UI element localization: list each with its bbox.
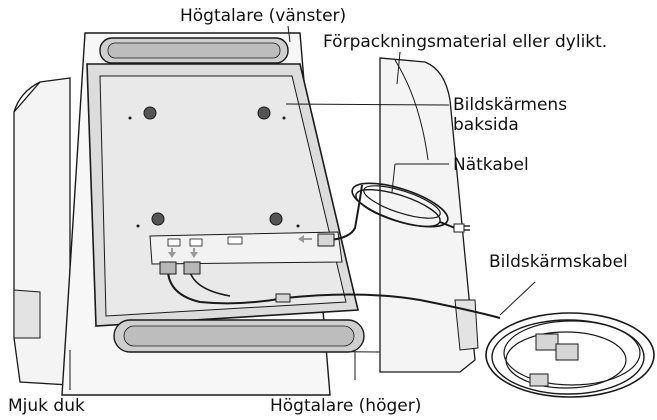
speaker-left-shape xyxy=(99,37,289,64)
display-cable-shape xyxy=(159,261,655,398)
label-power-cable: Nätkabel xyxy=(453,155,529,175)
label-soft-cloth: Mjuk duk xyxy=(8,396,85,416)
leader-lines xyxy=(69,25,536,390)
display-panel-back xyxy=(86,63,359,327)
label-screen-back-line2: baksida xyxy=(453,115,519,135)
label-screen-back-line1: Bildskärmens xyxy=(453,95,568,115)
label-packing-material: Förpackningsmaterial eller dylikt. xyxy=(323,32,608,52)
label-speaker-left: Högtalare (vänster) xyxy=(180,6,347,26)
insertion-arrows xyxy=(168,235,312,258)
label-speaker-right: Högtalare (höger) xyxy=(270,396,422,416)
soft-cloth xyxy=(13,57,479,386)
label-display-cable: Bildskärmskabel xyxy=(489,252,628,272)
speaker-right-shape xyxy=(113,319,365,353)
power-cable-shape xyxy=(317,182,470,247)
